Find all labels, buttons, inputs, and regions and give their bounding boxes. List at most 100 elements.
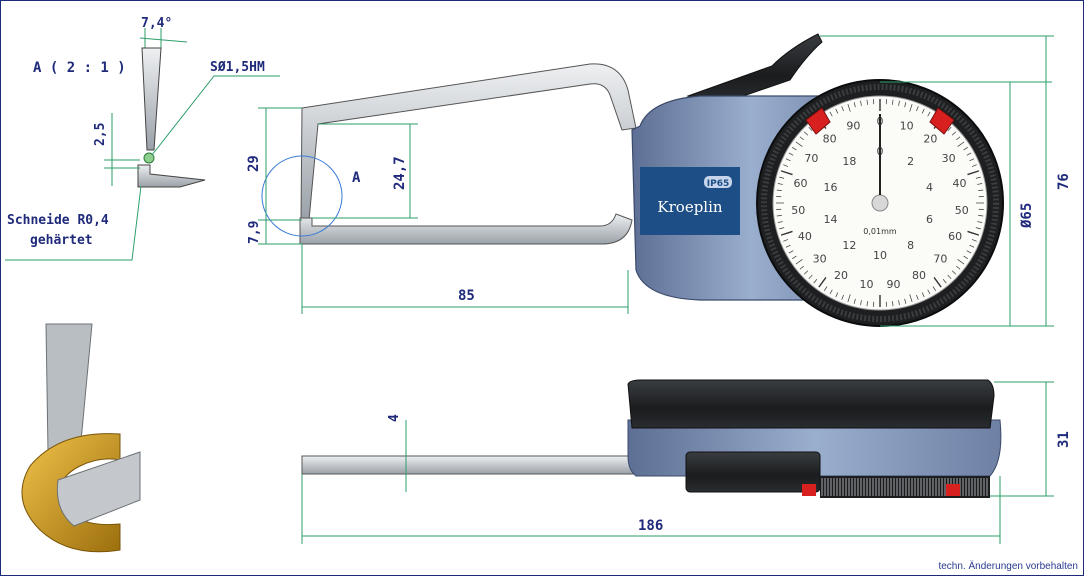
dial-tick [957, 141, 965, 147]
dial-tick [898, 100, 900, 106]
dial-tick [978, 189, 984, 191]
dial-tick [788, 250, 794, 254]
side-knurl [820, 476, 990, 498]
dim-29-label: 29 [246, 155, 262, 172]
dial-tick [808, 274, 813, 280]
dial-outer-number: 60 [948, 230, 962, 243]
dial-tick [916, 106, 919, 112]
dial-tick [829, 111, 833, 117]
dial-outer-number: 80 [823, 132, 837, 145]
dial-tick [932, 286, 937, 291]
side-lever [685, 451, 821, 493]
tip-angle-label: 7,4° [141, 16, 172, 31]
detail-scale-label: A ( 2 : 1 ) [33, 60, 126, 76]
brand-name: Kroeplin [657, 198, 722, 216]
dial-inner-number: 18 [842, 155, 856, 168]
dial-tick [927, 289, 931, 295]
dial-tick [783, 164, 789, 167]
dial-tick [957, 259, 965, 265]
dial-tick [803, 131, 809, 136]
dial-unit-label: 0,01mm [863, 227, 897, 236]
dial-tick [835, 108, 839, 114]
3d-brass-ring [21, 433, 121, 553]
dim-186-label: 186 [638, 518, 663, 534]
dim-24-7-label: 24,7 [392, 156, 408, 190]
tolerance-marker-right [929, 107, 955, 135]
blade-note-line1: Schneide R0,4 [7, 213, 109, 228]
dial-tick [853, 298, 856, 304]
dial-tick [971, 239, 977, 242]
dial-tick [956, 265, 961, 270]
dial-tick [841, 294, 844, 300]
dial-tick [818, 277, 827, 288]
dial-tick [860, 100, 862, 106]
dial-tick [823, 286, 828, 291]
bezel-knurl [761, 84, 999, 322]
dial-numbers: 0102030405060708090102030405060708090024… [791, 115, 968, 291]
dial-inner-number: 14 [824, 213, 838, 226]
dial-tick [795, 141, 803, 147]
dial-hub [871, 194, 889, 212]
dial-tick [847, 103, 851, 112]
dial-inner-number: 4 [926, 181, 933, 194]
tolerance-marker-left [805, 107, 831, 135]
dial-tick [777, 183, 783, 185]
dial-tick [967, 230, 980, 236]
dial-outer-number: 60 [794, 177, 808, 190]
release-lever [686, 33, 823, 105]
dial-tick [909, 294, 913, 303]
blade-note-line2: gehärtet [30, 233, 93, 248]
dial-outer-number: 30 [942, 152, 956, 165]
dial-tick [977, 221, 983, 223]
dial-tick [909, 103, 913, 112]
dial-outer-number: 10 [900, 119, 914, 132]
dial-tick [969, 244, 975, 248]
dial-tick [951, 270, 957, 275]
dial-outer-number: 10 [860, 278, 874, 291]
measuring-tip [141, 47, 162, 151]
dial-outer-number: 50 [791, 204, 805, 217]
dial-tick [904, 102, 907, 108]
dial-tick [853, 102, 856, 108]
dim-7-9-label: 7,9 [247, 221, 262, 244]
dial-tick [975, 176, 981, 179]
dial-tick [785, 244, 791, 248]
dial-tick [792, 146, 797, 151]
side-knurl-lines [821, 478, 988, 496]
dial-outer-number: 50 [955, 204, 969, 217]
dim-31-label: 31 [1056, 431, 1072, 448]
dial-tick [866, 99, 868, 105]
dial-tick [892, 301, 894, 307]
dial-tick [904, 298, 907, 304]
dial-outer-number: 20 [834, 269, 848, 282]
detail-a-marker: A [352, 170, 361, 186]
dim-76-label: 76 [1056, 173, 1072, 190]
ip-rating-text: IP65 [707, 179, 729, 189]
dial-tick [776, 215, 782, 217]
dial-outer-number: 30 [813, 253, 827, 266]
dial-tick [892, 99, 894, 105]
detail-a-view: A ( 2 : 1 ) 7,4° SØ1,5HM 2,5 Schneide R0… [5, 16, 280, 261]
dial-tick [956, 136, 961, 141]
dial-tick [779, 176, 785, 179]
dial-tick [966, 152, 972, 156]
side-arm [301, 455, 657, 475]
dial-tick [813, 279, 818, 284]
dial-tick [835, 292, 839, 298]
dial-tick [780, 230, 793, 236]
dim-4-label: 4 [387, 414, 402, 422]
side-marker-left [802, 484, 816, 496]
tip-height-label: 2,5 [93, 123, 108, 146]
dial-inner-number: 6 [926, 213, 933, 226]
blade [137, 164, 206, 188]
ball-tip [143, 152, 155, 164]
detail-a-circle [261, 155, 343, 237]
dial-tick [788, 152, 794, 156]
dial-tick [898, 300, 900, 306]
dial-tick [978, 215, 984, 217]
dial-tick [947, 126, 952, 132]
caliper-lower-arm [299, 213, 633, 245]
dial-inner-number: 8 [907, 239, 914, 252]
dial-outer-number: 20 [923, 132, 937, 145]
dial-tick [933, 277, 942, 288]
